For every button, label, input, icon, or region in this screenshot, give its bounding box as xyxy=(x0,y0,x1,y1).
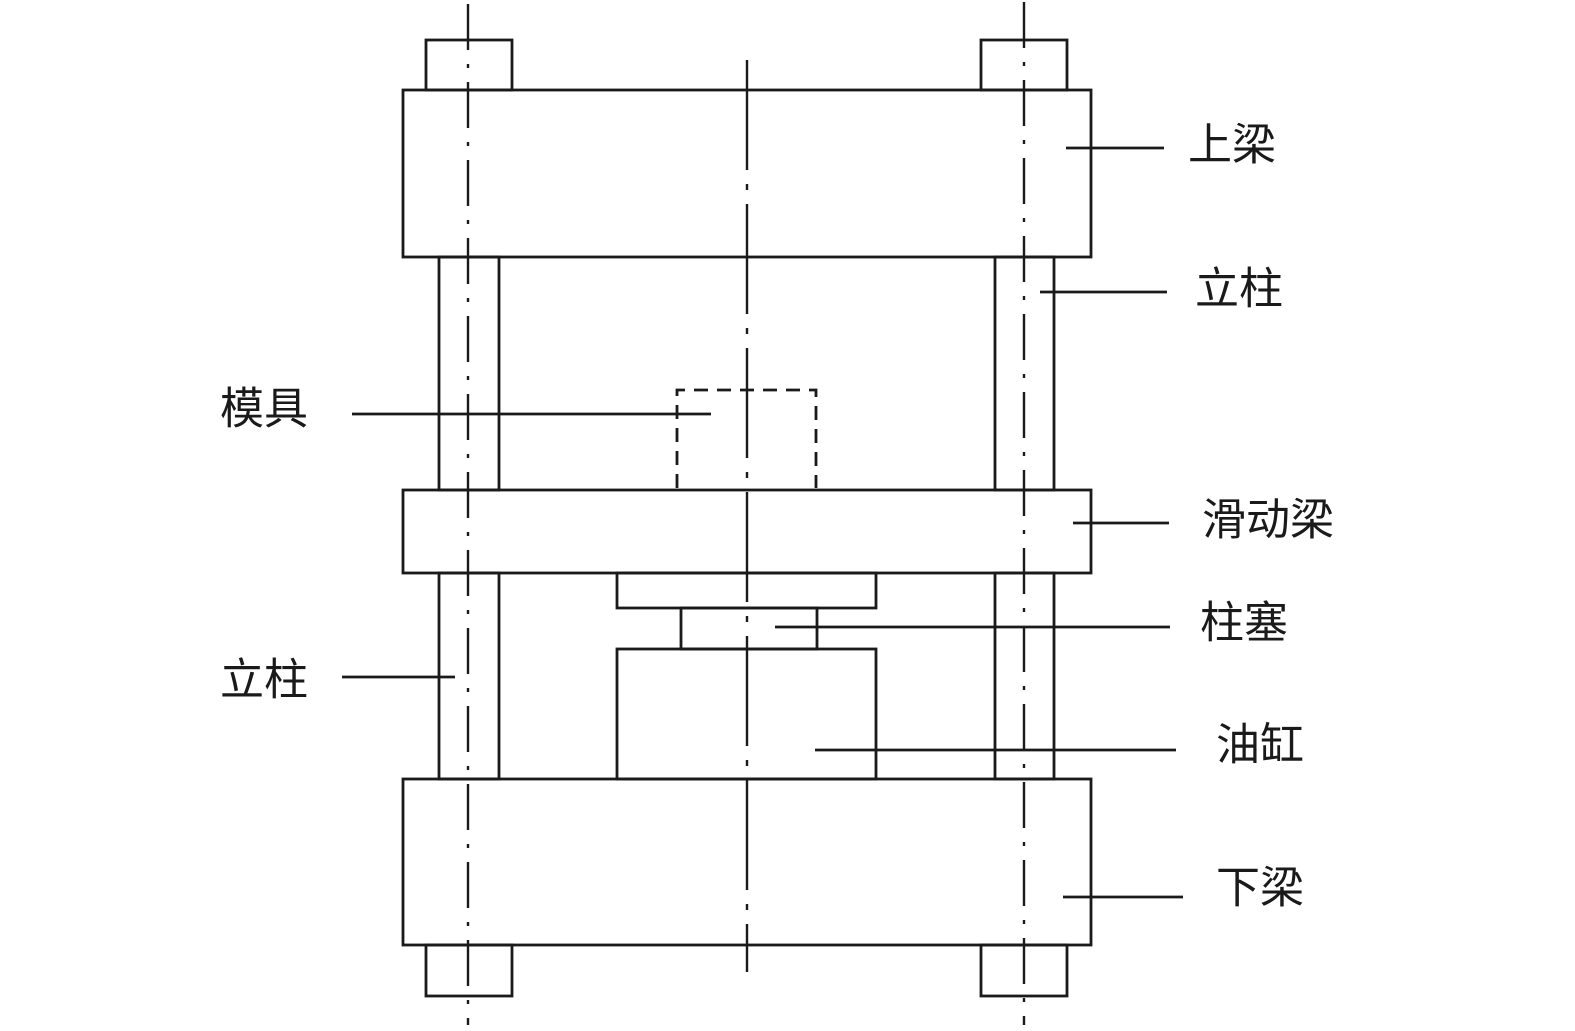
mold-label: 模具 xyxy=(220,384,308,435)
oil-cylinder-label: 油缸 xyxy=(1216,720,1304,771)
sliding-beam-label: 滑动梁 xyxy=(1202,495,1334,546)
plunger-label: 柱塞 xyxy=(1200,598,1288,649)
left-column-label: 立柱 xyxy=(220,655,308,706)
bottom-beam-label: 下梁 xyxy=(1216,863,1304,914)
top-beam-label: 上梁 xyxy=(1188,120,1276,171)
right-column-label: 立柱 xyxy=(1195,264,1283,315)
plunger-rod xyxy=(679,606,819,651)
